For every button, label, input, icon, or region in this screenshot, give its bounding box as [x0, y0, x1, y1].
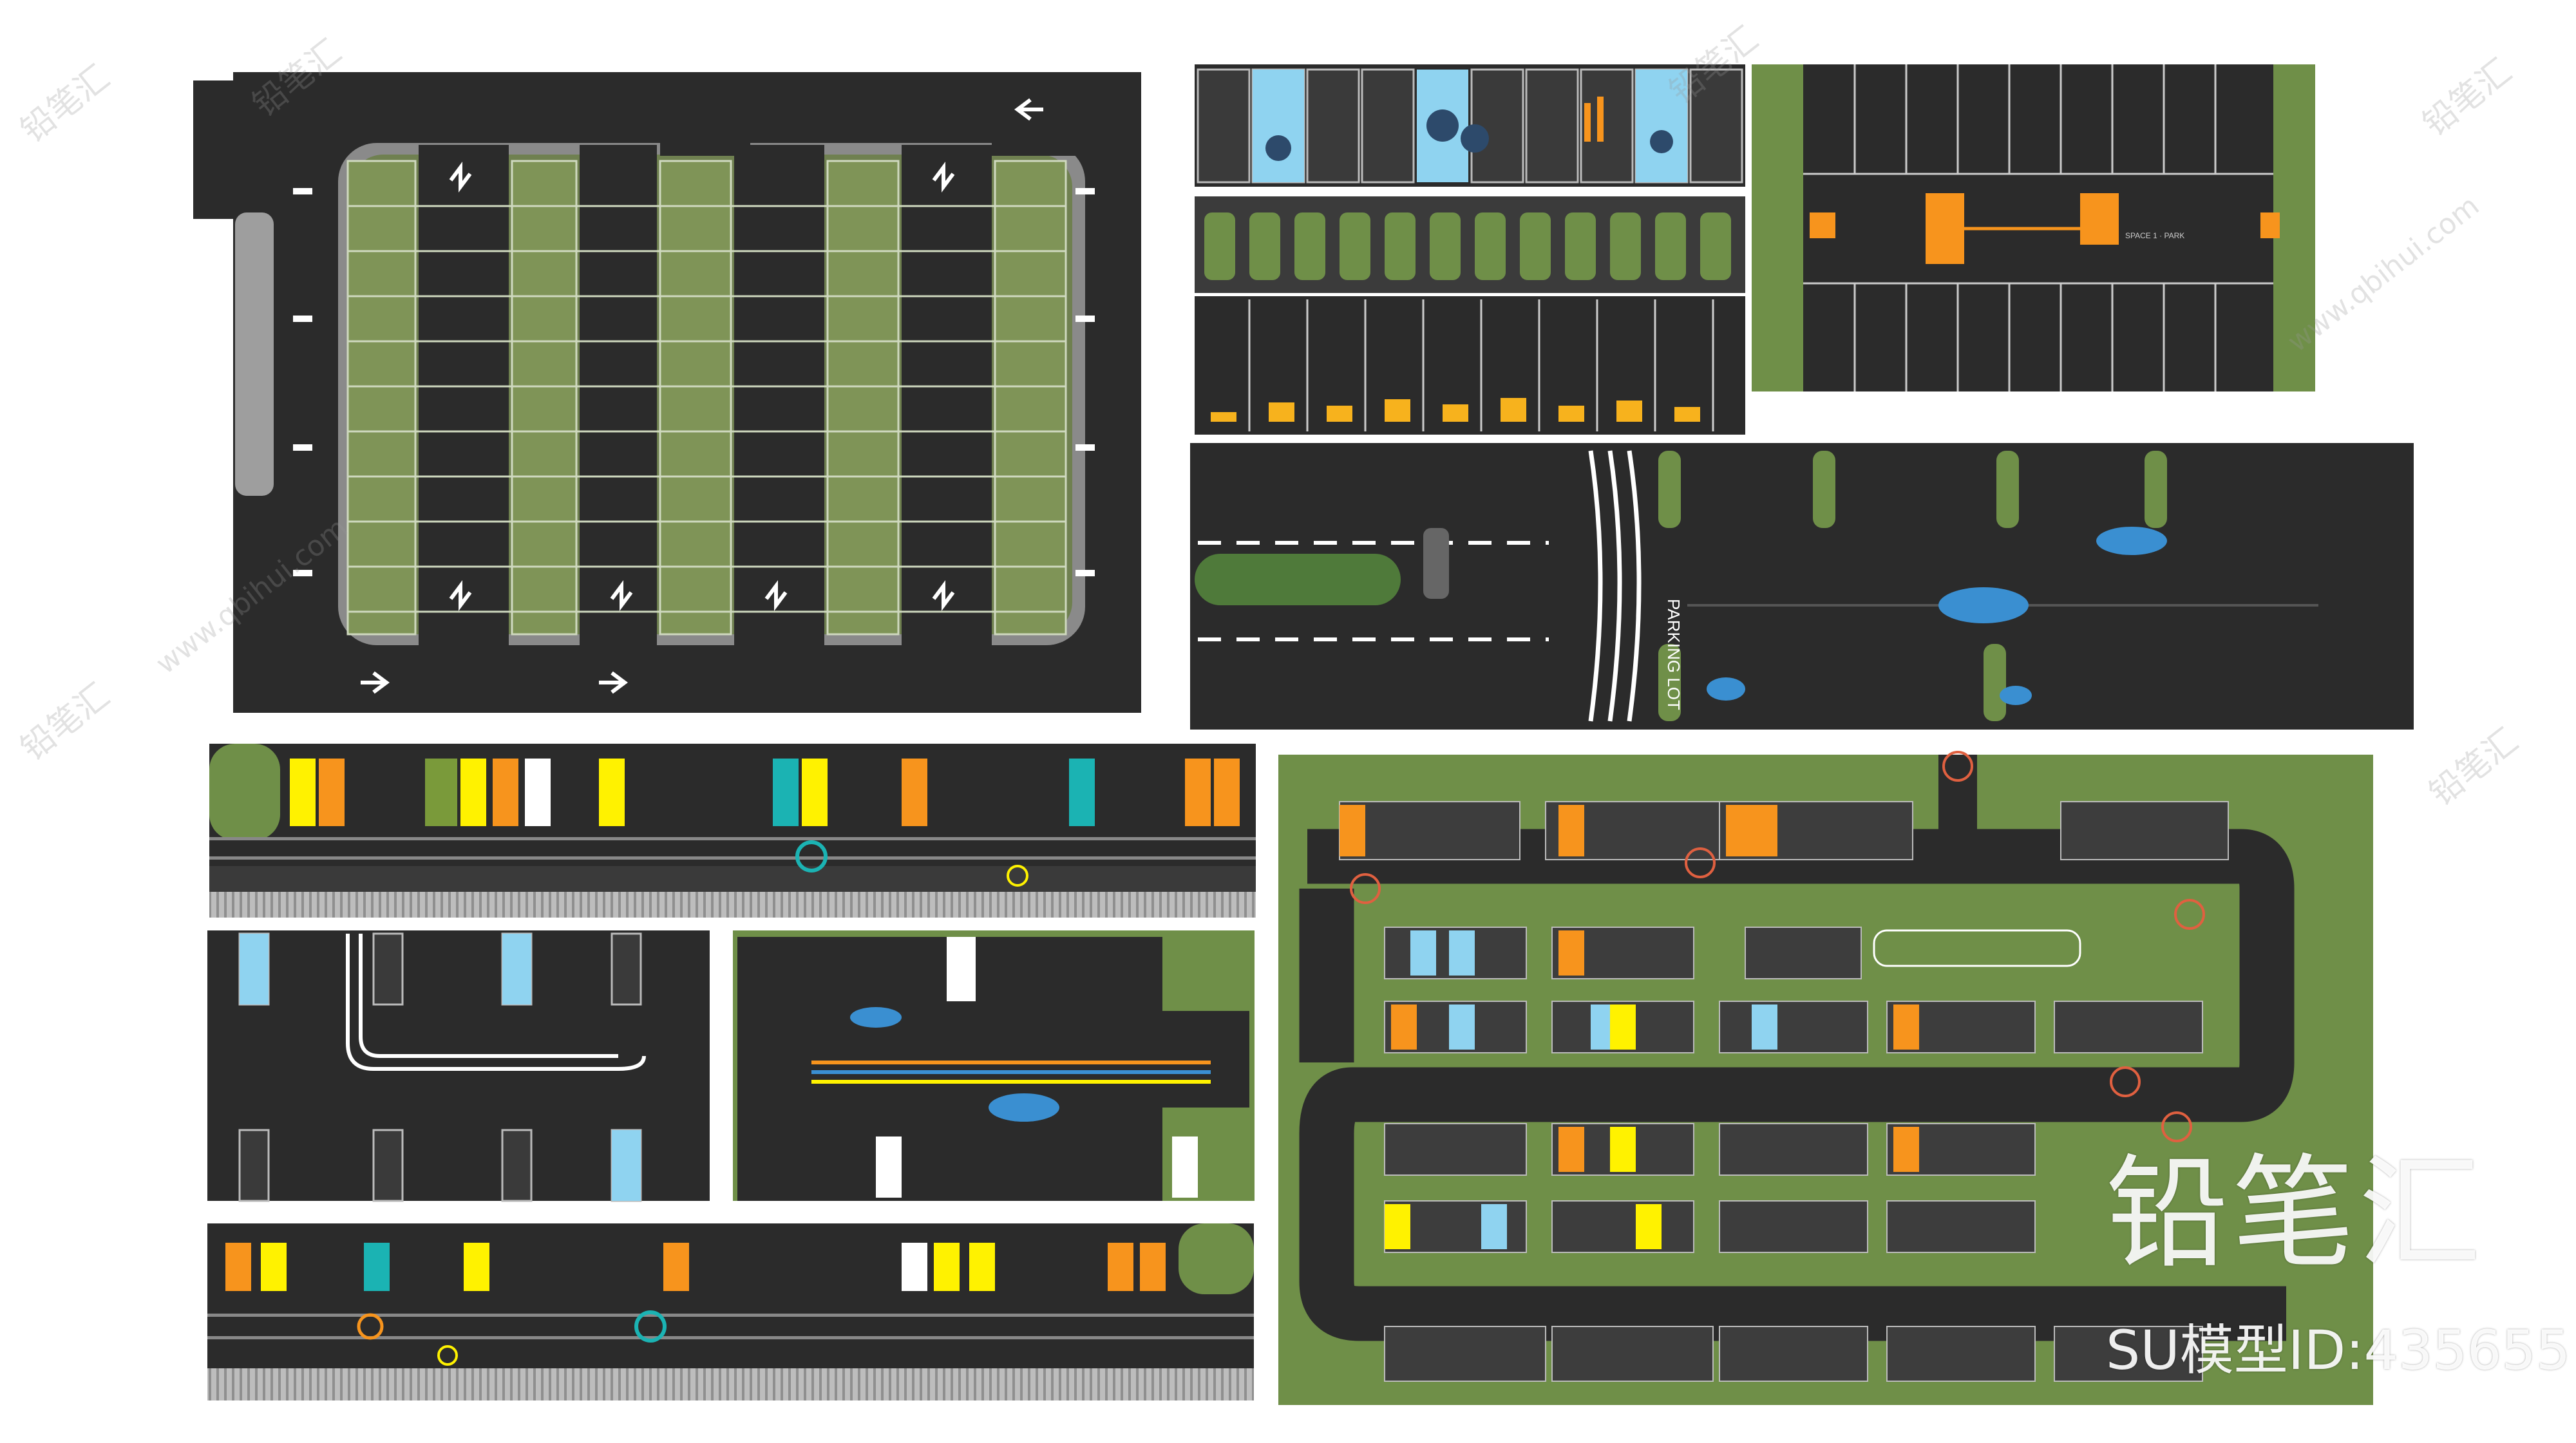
panel-color-strip-bottom [207, 1223, 1254, 1401]
panel-color-strip-top [209, 744, 1256, 918]
panel-loop-lot [207, 930, 710, 1202]
parking-lot-sign: PARKING LOT [1664, 599, 1683, 710]
panel-large-road-lot [1278, 751, 2373, 1405]
panel-orange-block-lot: SPACE 1 · PARK [1752, 64, 2315, 391]
panel-whale-lot: PARKING LOT [1190, 443, 2414, 730]
watermark-brand: 铅笔汇 [2106, 1142, 2485, 1285]
space-sign: SPACE 1 · PARK [2125, 231, 2184, 240]
watermark-model-id: SU模型ID:435655 [2106, 1319, 2571, 1382]
panel-green-stall-lot [193, 72, 1141, 713]
panel-themed-stall-strips [1195, 64, 1745, 435]
panel-whale-loop-lot [733, 930, 1255, 1201]
